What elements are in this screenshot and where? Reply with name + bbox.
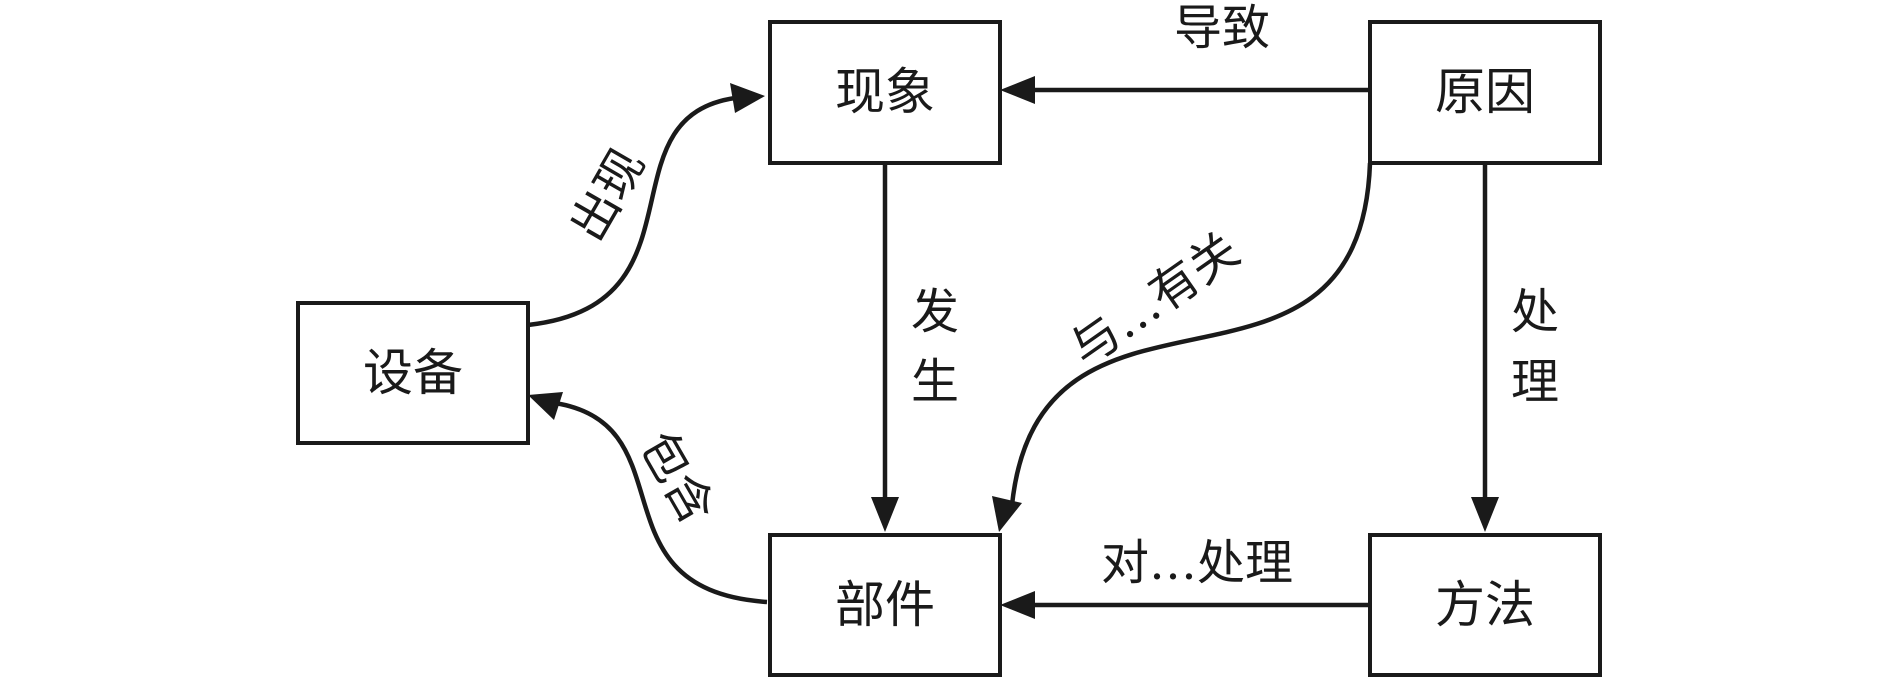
- edge-label-related-to: 与…有关: [1060, 222, 1249, 378]
- edge-occur: [871, 163, 899, 532]
- node-equipment-label: 设备: [363, 344, 463, 402]
- edge-related-to: [992, 162, 1373, 532]
- node-component: 部件: [768, 533, 1002, 677]
- edge-contain: [528, 392, 768, 605]
- node-equipment: 设备: [296, 301, 530, 445]
- node-cause-label: 原因: [1435, 63, 1535, 121]
- edge-label-lead-to: 导致: [1174, 0, 1270, 56]
- node-method: 方法: [1368, 533, 1602, 677]
- node-phenomenon-label: 现象: [835, 63, 935, 121]
- edge-handle: [1471, 163, 1499, 532]
- node-component-label: 部件: [835, 576, 935, 634]
- edge-label-occur-line2: 生: [911, 354, 959, 410]
- edge-label-handle-for: 对…处理: [1101, 535, 1293, 591]
- edge-label-contain: 包含: [629, 422, 726, 533]
- edge-handle-for: [1000, 591, 1370, 619]
- edge-label-handle-line2: 理: [1511, 354, 1559, 410]
- edge-appear: [527, 83, 765, 328]
- edge-label-occur-line1: 发: [911, 284, 959, 340]
- node-method-label: 方法: [1435, 576, 1535, 634]
- edge-label-handle-line1: 处: [1511, 284, 1559, 340]
- edge-lead-to: [1000, 76, 1370, 104]
- node-phenomenon: 现象: [768, 20, 1002, 165]
- node-cause: 原因: [1368, 20, 1602, 165]
